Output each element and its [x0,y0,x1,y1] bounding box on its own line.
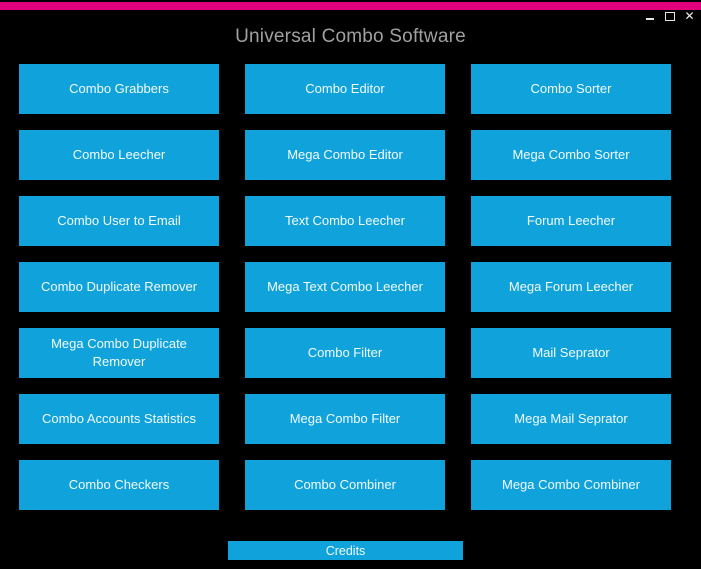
button-mega-combo-filter[interactable]: Mega Combo Filter [245,394,445,444]
button-grid: Combo Grabbers Combo Editor Combo Sorter… [19,64,671,510]
button-combo-user-to-email[interactable]: Combo User to Email [19,196,219,246]
button-mega-forum-leecher[interactable]: Mega Forum Leecher [471,262,671,312]
minimize-button[interactable] [643,9,656,23]
button-mega-combo-duplicate-remover[interactable]: Mega Combo Duplicate Remover [19,328,219,378]
button-text-combo-leecher[interactable]: Text Combo Leecher [245,196,445,246]
minimize-icon [645,18,654,20]
button-combo-filter[interactable]: Combo Filter [245,328,445,378]
button-mega-text-combo-leecher[interactable]: Mega Text Combo Leecher [245,262,445,312]
button-mail-seprator[interactable]: Mail Seprator [471,328,671,378]
window-controls: ✕ [643,9,696,23]
button-mega-combo-combiner[interactable]: Mega Combo Combiner [471,460,671,510]
close-icon: ✕ [684,9,695,23]
credits-button[interactable]: Credits [228,541,463,560]
button-combo-leecher[interactable]: Combo Leecher [19,130,219,180]
button-combo-grabbers[interactable]: Combo Grabbers [19,64,219,114]
button-mega-mail-seprator[interactable]: Mega Mail Seprator [471,394,671,444]
maximize-button[interactable] [663,9,676,23]
button-combo-sorter[interactable]: Combo Sorter [471,64,671,114]
button-combo-duplicate-remover[interactable]: Combo Duplicate Remover [19,262,219,312]
button-combo-accounts-statistics[interactable]: Combo Accounts Statistics [19,394,219,444]
app-title: Universal Combo Software [235,26,466,47]
button-forum-leecher[interactable]: Forum Leecher [471,196,671,246]
button-mega-combo-sorter[interactable]: Mega Combo Sorter [471,130,671,180]
close-button[interactable]: ✕ [683,9,696,23]
button-combo-checkers[interactable]: Combo Checkers [19,460,219,510]
maximize-icon [664,11,675,21]
button-mega-combo-editor[interactable]: Mega Combo Editor [245,130,445,180]
button-combo-combiner[interactable]: Combo Combiner [245,460,445,510]
accent-bar [0,2,701,10]
button-combo-editor[interactable]: Combo Editor [245,64,445,114]
